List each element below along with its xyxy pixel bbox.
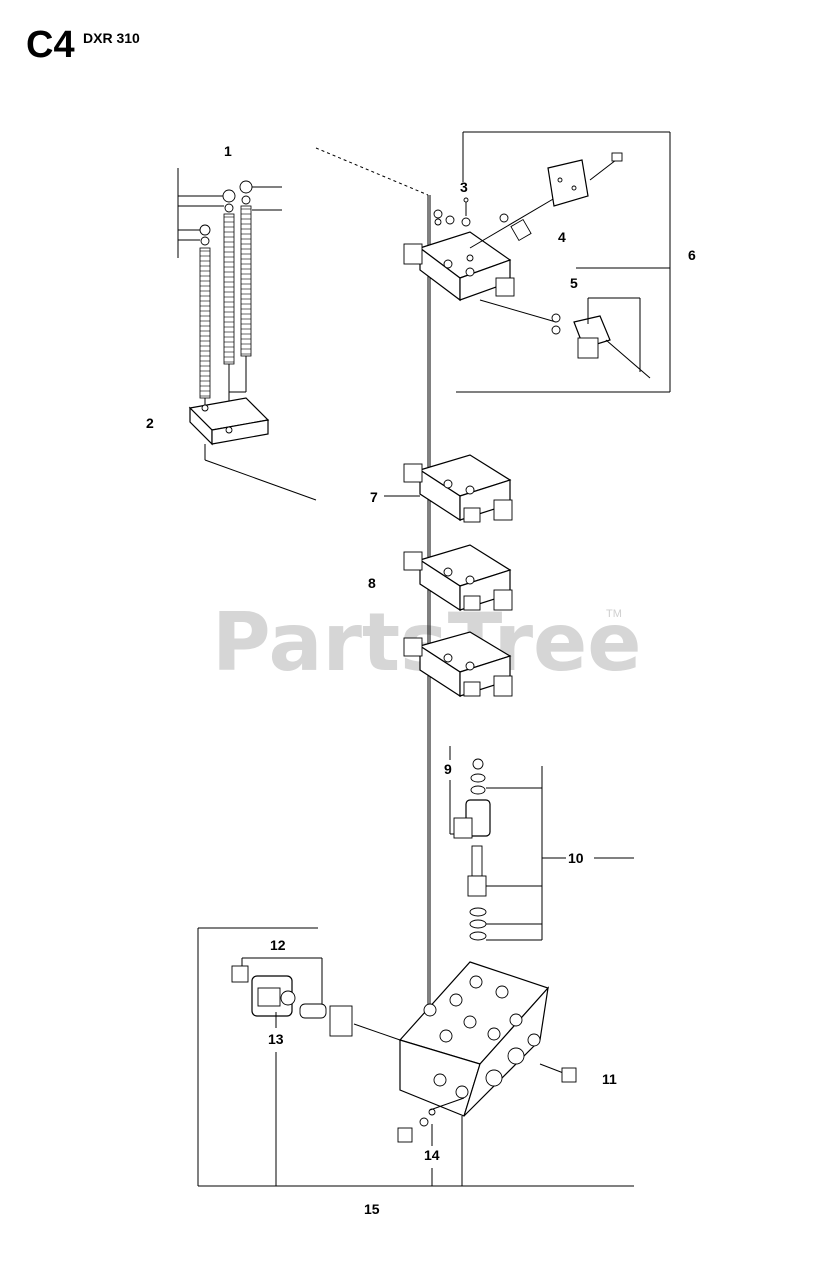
solenoid-cartridge — [449, 746, 491, 941]
callout-11[interactable]: 11 — [602, 1071, 617, 1087]
callout-1[interactable]: 1 — [224, 143, 232, 159]
valve-section-7 — [384, 454, 513, 523]
hose-connection-block — [188, 397, 317, 501]
callout-5[interactable]: 5 — [570, 275, 578, 291]
plug-fitting — [397, 1097, 465, 1143]
callout-9[interactable]: 9 — [444, 761, 452, 777]
callout-6[interactable]: 6 — [688, 247, 696, 263]
callout-12[interactable]: 12 — [270, 937, 286, 953]
callout-4[interactable]: 4 — [558, 229, 566, 245]
callout-7[interactable]: 7 — [370, 489, 378, 505]
valve-section-8 — [403, 544, 513, 612]
callout-10[interactable]: 10 — [568, 850, 584, 866]
main-valve-manifold — [398, 961, 577, 1117]
model-name: DXR 310 — [83, 30, 140, 46]
callout-13[interactable]: 13 — [268, 1031, 284, 1047]
pressure-relief-valve — [231, 957, 401, 1041]
callout-15[interactable]: 15 — [364, 1201, 380, 1217]
callout-2[interactable]: 2 — [146, 415, 154, 431]
callout-labels: 1 2 3 4 5 6 7 8 9 10 11 12 13 14 15 — [146, 143, 696, 1217]
valve-section-3 — [403, 631, 513, 698]
section-code: C4 — [26, 24, 75, 66]
callout-3[interactable]: 3 — [460, 179, 468, 195]
callout-8[interactable]: 8 — [368, 575, 376, 591]
watermark-trademark: TM — [606, 608, 622, 620]
valve-section-top — [403, 152, 651, 379]
callout-14[interactable]: 14 — [424, 1147, 440, 1163]
hydraulic-hoses — [177, 168, 282, 430]
